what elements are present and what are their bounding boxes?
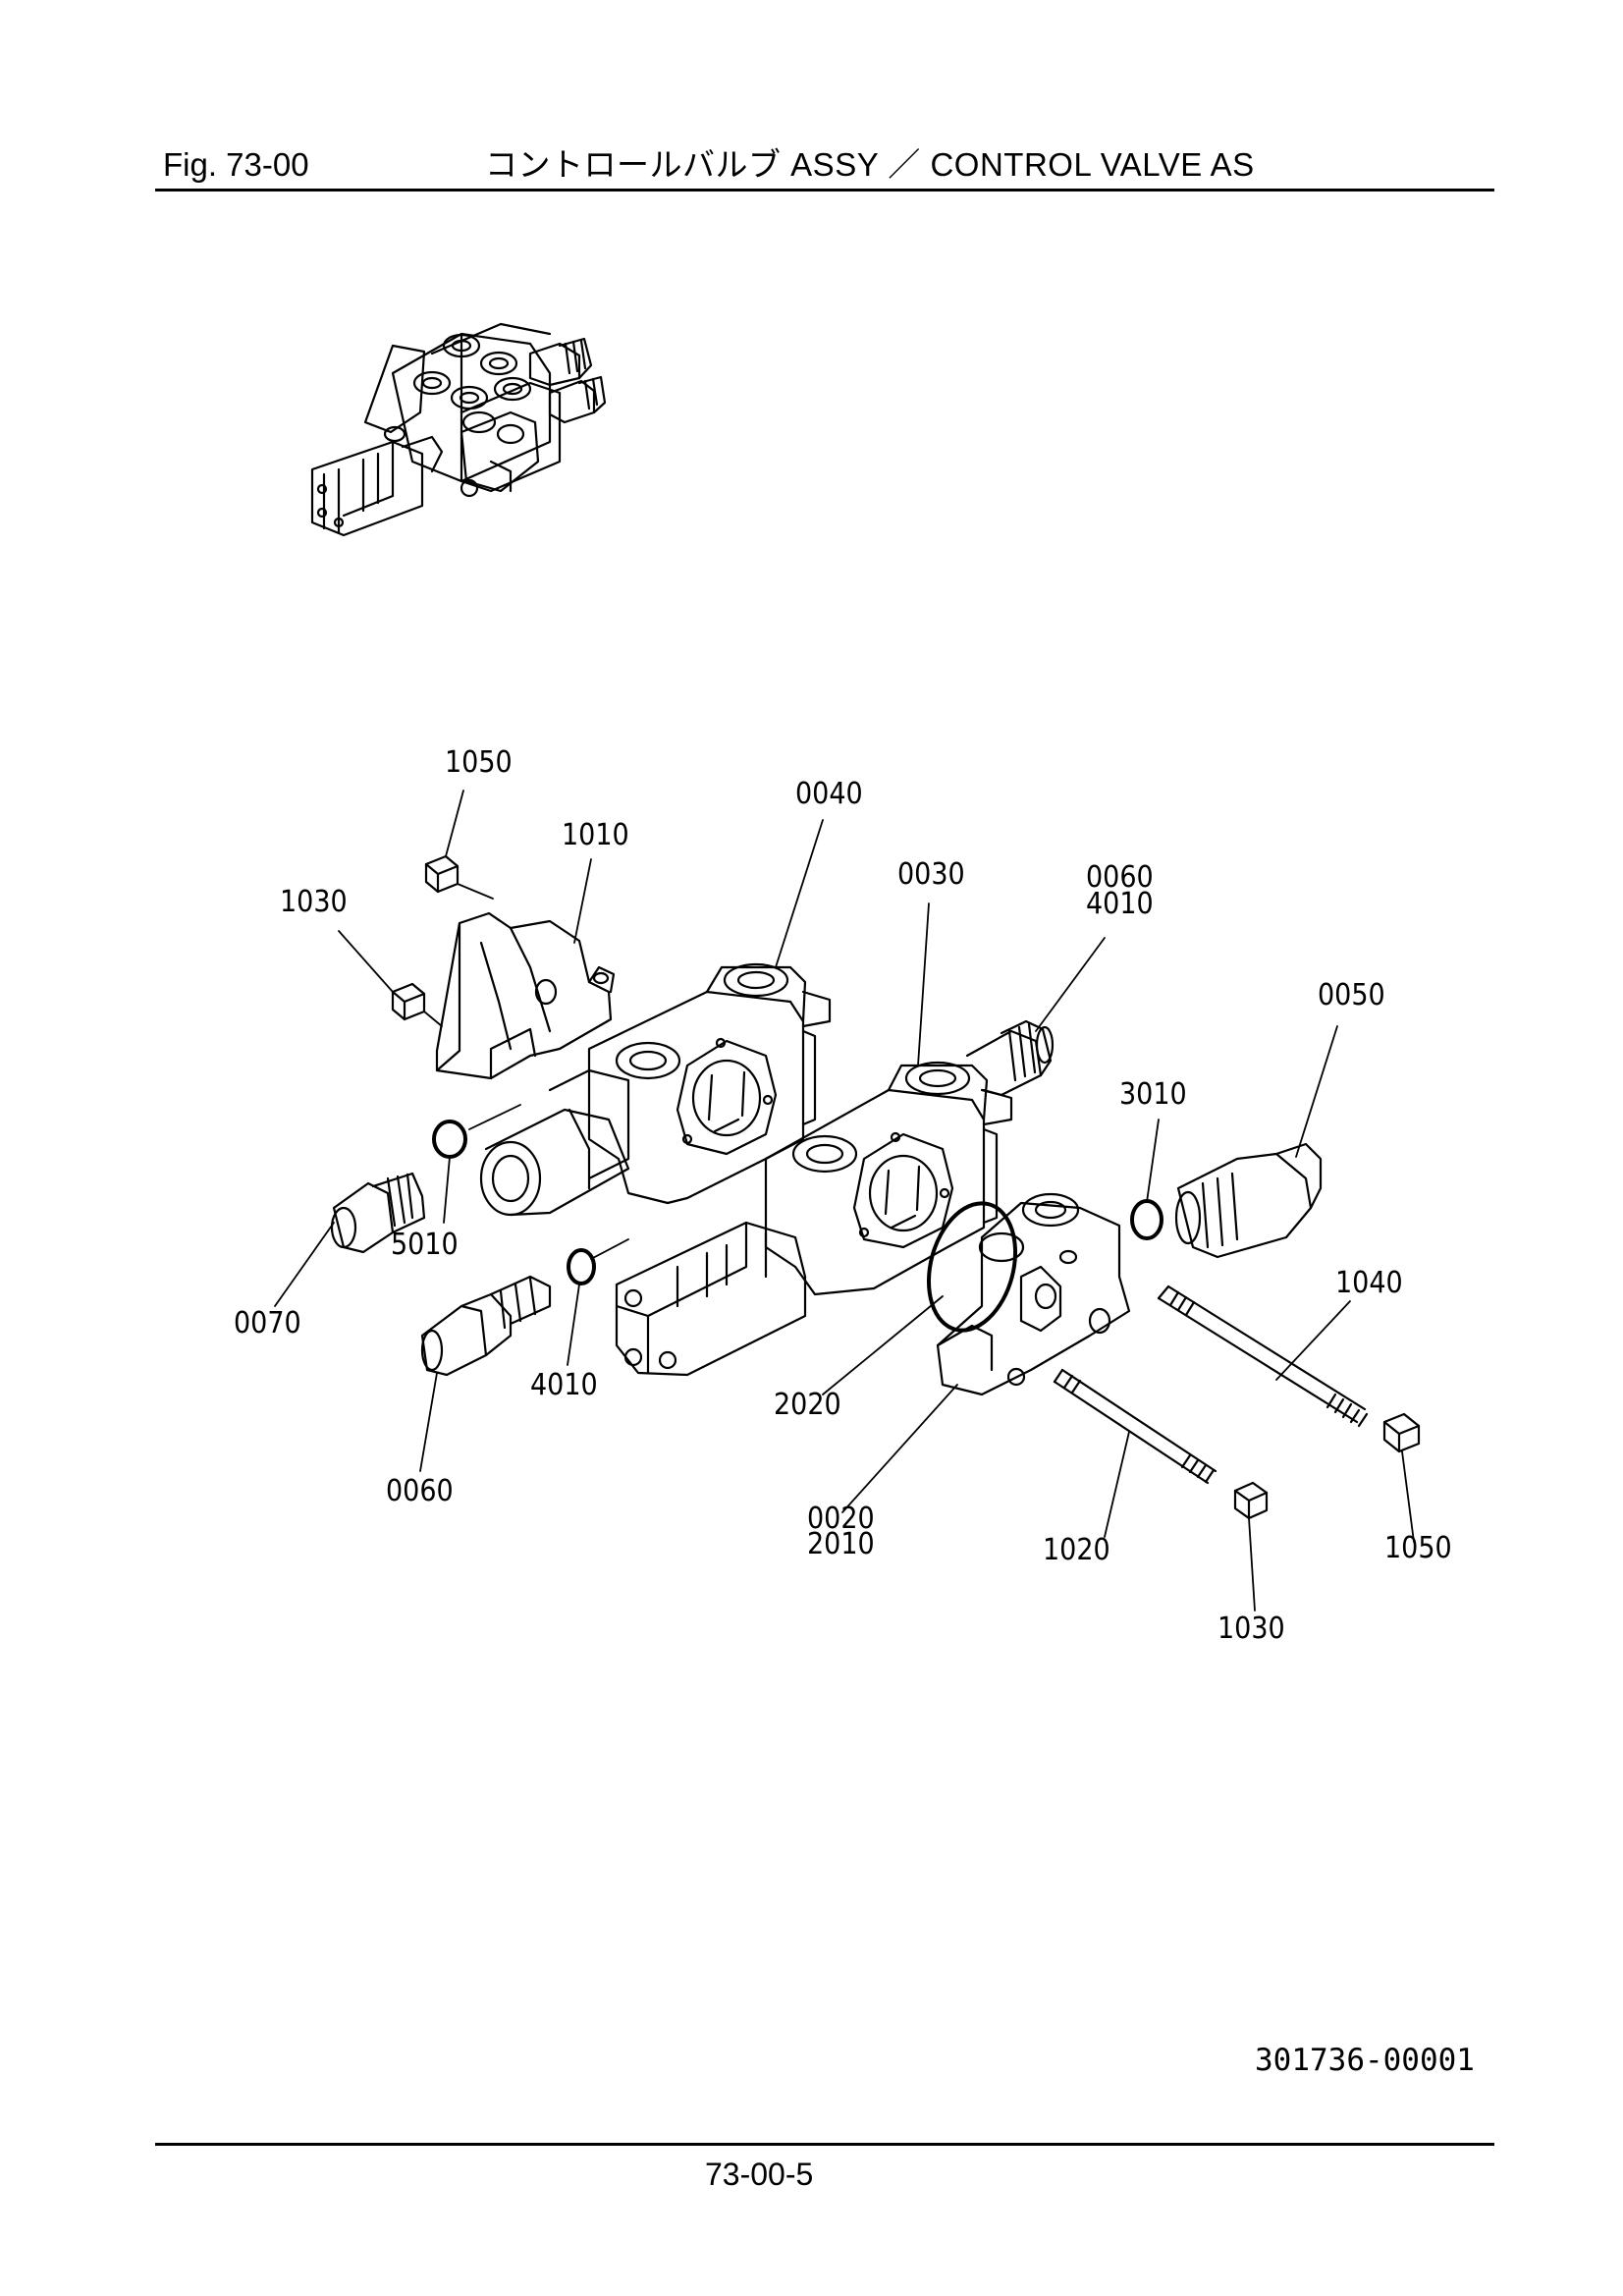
callout-3010: 3010 xyxy=(1119,1077,1187,1112)
callout-4010-bottom: 4010 xyxy=(530,1368,598,1402)
callout-1030-bottom: 1030 xyxy=(1217,1612,1285,1646)
assembly-overview-drawing xyxy=(310,322,607,537)
callout-0020: 0020 xyxy=(807,1502,875,1536)
callout-1030-top: 1030 xyxy=(280,885,348,919)
callout-1040: 1040 xyxy=(1335,1266,1403,1300)
part-4010-o-ring xyxy=(567,1248,596,1285)
callout-0060-top: 0060 xyxy=(1086,860,1154,895)
callout-2020: 2020 xyxy=(774,1388,841,1422)
leader-lines xyxy=(274,790,1415,1612)
part-1020-tie-bolt xyxy=(1053,1368,1217,1485)
part-1030-nut xyxy=(391,982,426,1021)
callout-0030: 0030 xyxy=(897,857,965,892)
drawing-number: 301736-00001 xyxy=(1255,2043,1475,2078)
part-3010-o-ring xyxy=(1130,1199,1163,1240)
part-1050-nut xyxy=(424,854,460,894)
callout-1010: 1010 xyxy=(562,818,629,852)
part-1010-end-cover xyxy=(435,911,616,1080)
exploded-view-drawing: 1050 1010 1030 0040 0030 0060 4010 0050 … xyxy=(234,745,1452,1646)
part-0060-relief-valve xyxy=(420,1275,552,1377)
page-number: 73-00-5 xyxy=(705,2157,814,2192)
callout-1020: 1020 xyxy=(1043,1533,1110,1567)
figure-label: Fig. 73-00 xyxy=(163,146,309,183)
callout-0060-bottom: 0060 xyxy=(386,1474,454,1508)
part-1050-nut-right xyxy=(1382,1412,1421,1453)
callout-labels: 1050 1010 1030 0040 0030 0060 4010 0050 … xyxy=(234,745,1452,1646)
part-1040-tie-bolt xyxy=(1157,1285,1369,1428)
part-5010-o-ring xyxy=(432,1120,467,1159)
callout-4010-top: 4010 xyxy=(1086,887,1154,921)
part-2020-o-ring xyxy=(926,1201,1018,1333)
callout-5010: 5010 xyxy=(391,1228,459,1262)
header-rule xyxy=(155,189,1494,191)
callout-0070: 0070 xyxy=(234,1306,301,1340)
callout-0050: 0050 xyxy=(1318,978,1385,1012)
part-1030-nut-lower xyxy=(1233,1481,1269,1520)
callout-1050-top: 1050 xyxy=(445,745,513,780)
part-0050-relief-valve xyxy=(1174,1142,1323,1259)
part-0020-inlet-cover xyxy=(936,1192,1131,1396)
callout-0040: 0040 xyxy=(795,777,863,811)
spool-housing xyxy=(615,1221,807,1377)
part-0040-valve-section xyxy=(479,962,832,1217)
callout-1050-bottom: 1050 xyxy=(1384,1531,1452,1565)
figure-title: コントロールバルブ ASSY ／ CONTROL VALVE AS xyxy=(485,146,1255,183)
part-0030-valve-section xyxy=(764,1019,1055,1296)
callout-2010: 2010 xyxy=(807,1527,875,1561)
part-0070-plug xyxy=(330,1172,426,1254)
footer-rule xyxy=(155,2143,1494,2146)
